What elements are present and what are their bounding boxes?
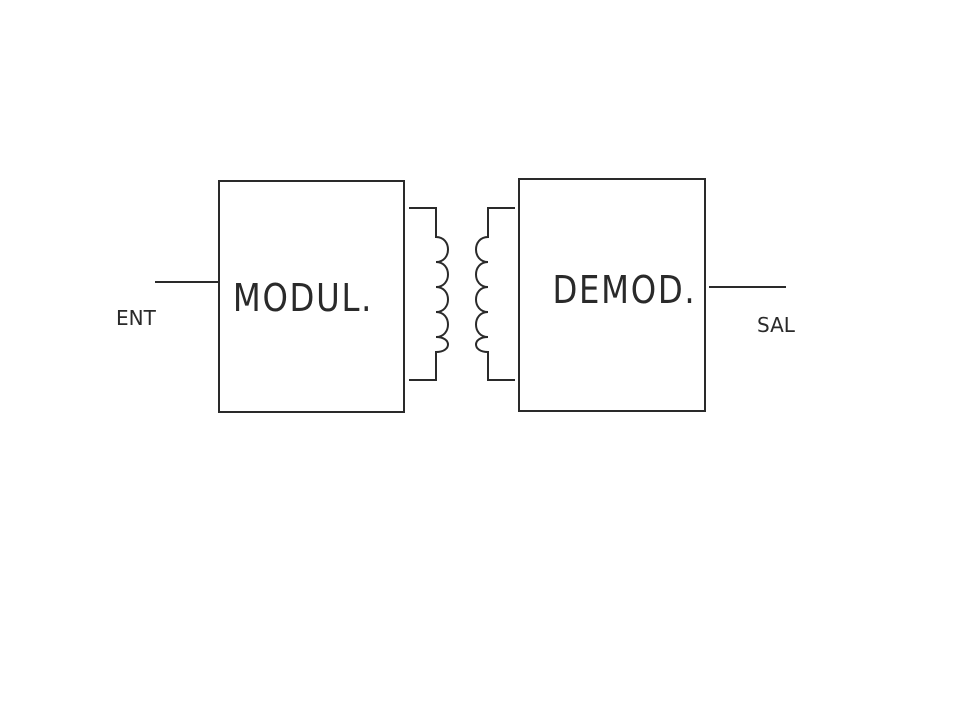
modulator-label: MODUL. xyxy=(233,277,373,321)
transformer-primary-coil xyxy=(409,207,449,381)
input-label: ENT xyxy=(116,306,157,330)
demodulator-label: DEMOD. xyxy=(553,269,697,313)
demodulator-block xyxy=(518,178,706,412)
transformer-secondary-coil xyxy=(475,207,515,381)
output-label: SAL xyxy=(757,313,796,337)
modulator-block xyxy=(218,180,405,413)
